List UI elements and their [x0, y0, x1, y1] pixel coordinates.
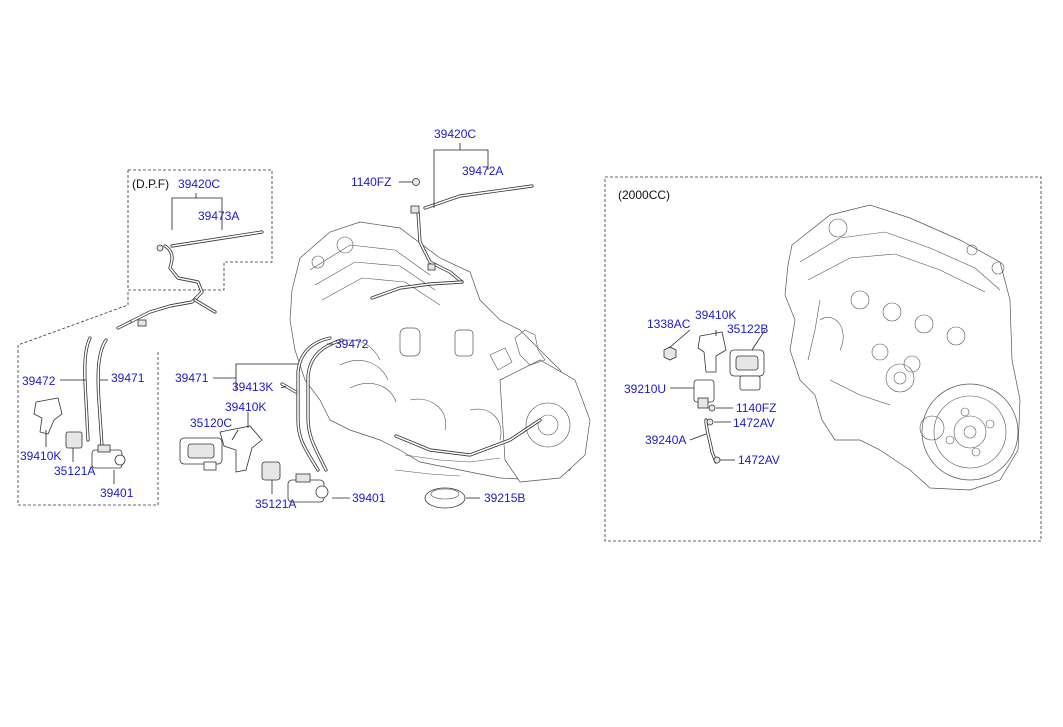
dpf-39401-part	[91, 444, 126, 469]
cc2000-section-title: (2000CC)	[618, 188, 670, 202]
dpf-region: (D.P.F) 39420C	[17, 169, 273, 506]
dpf-section-title: (D.P.F)	[132, 177, 169, 191]
label-main-39472A[interactable]: 39472A	[462, 164, 503, 178]
cc-39210U-part	[693, 379, 715, 409]
label-main-39410K[interactable]: 39410K	[225, 400, 266, 414]
label-cc-35122B[interactable]: 35122B	[727, 322, 768, 336]
label-dpf-39471[interactable]: 39471	[111, 371, 145, 385]
label-cc-39240A[interactable]: 39240A	[645, 433, 686, 447]
label-cc-1140FZ[interactable]: 1140FZ	[736, 401, 776, 415]
main-engine-group: 39420C 1140FZ 39472A 39472 39471 39413K …	[175, 127, 591, 511]
label-main-39420C[interactable]: 39420C	[434, 127, 476, 141]
label-main-1140FZ[interactable]: 1140FZ	[351, 175, 391, 189]
main-39410K-part	[219, 425, 263, 473]
main-35121A-part	[261, 461, 281, 481]
label-main-35120C[interactable]: 35120C	[190, 416, 232, 430]
cc-35122B-part	[729, 349, 765, 391]
label-dpf-39410K[interactable]: 39410K	[20, 449, 61, 463]
cc-39410K-part	[697, 331, 727, 373]
main-39215B-part	[424, 487, 466, 509]
label-cc-1472AV-2[interactable]: 1472AV	[738, 453, 780, 467]
dpf-35121A-part	[65, 431, 83, 449]
label-main-39215B[interactable]: 39215B	[484, 491, 525, 505]
label-dpf-39420C[interactable]: 39420C	[178, 177, 220, 191]
label-main-39413K[interactable]: 39413K	[232, 380, 273, 394]
label-main-39401[interactable]: 39401	[352, 491, 386, 505]
label-main-35121A[interactable]: 35121A	[255, 497, 296, 511]
label-cc-1472AV-1[interactable]: 1472AV	[733, 416, 775, 430]
label-cc-1338AC[interactable]: 1338AC	[647, 317, 691, 331]
cc2000-region: (2000CC)	[604, 176, 1042, 542]
label-dpf-39472[interactable]: 39472	[22, 374, 56, 388]
main-39401-part	[287, 473, 329, 503]
label-main-39472[interactable]: 39472	[335, 337, 369, 351]
label-dpf-35121A[interactable]: 35121A	[54, 464, 95, 478]
main-35120C-part	[179, 437, 223, 471]
cc-1338AC-part	[663, 346, 677, 361]
label-main-39471[interactable]: 39471	[175, 371, 209, 385]
label-dpf-39401[interactable]: 39401	[100, 486, 134, 500]
label-dpf-39473A[interactable]: 39473A	[198, 209, 239, 223]
label-cc-39410K[interactable]: 39410K	[695, 308, 736, 322]
label-cc-39210U[interactable]: 39210U	[624, 382, 666, 396]
